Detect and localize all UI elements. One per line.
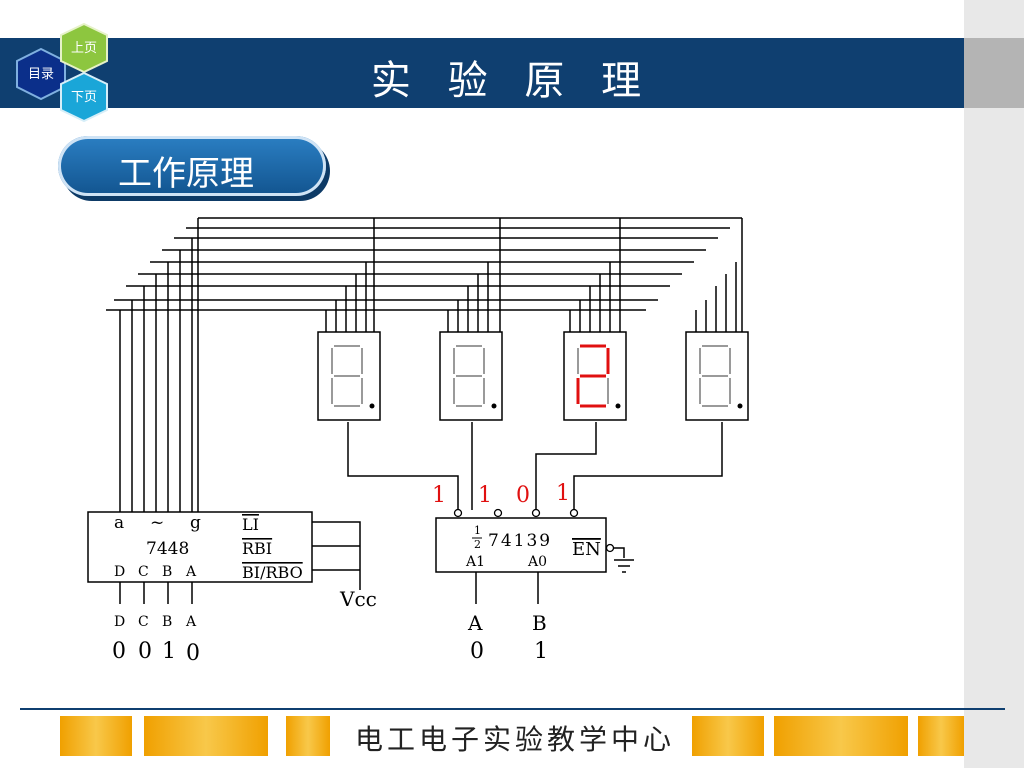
demux-fraction-den: 2 <box>474 538 481 551</box>
decoder-bottom-a: A <box>185 614 197 630</box>
footer-bar-6 <box>918 716 964 756</box>
demux-pin-a1: A1 <box>465 554 485 570</box>
right-strip-header-shade <box>964 38 1024 108</box>
demux-output-bubbles <box>453 508 615 553</box>
decoder-bottom-b: B <box>162 614 172 630</box>
prev-page-button[interactable]: 上页 <box>58 22 110 74</box>
decoder-value-c: 0 <box>138 639 152 664</box>
decoder-in-a: A <box>185 564 197 580</box>
footer-text: 电工电子实验教学中心 <box>354 723 675 756</box>
footer-bar-1 <box>60 716 132 756</box>
decoder-out-tilde: ~ <box>150 513 164 533</box>
demux-fraction-num: 1 <box>474 524 481 537</box>
footer-divider <box>20 708 1005 710</box>
demux-output-0: 1 <box>432 483 446 508</box>
display-3-inactive-segments <box>577 348 609 404</box>
display-3-active-segments <box>576 344 610 408</box>
decoder-bottom-d: D <box>114 614 125 630</box>
next-hex-icon <box>60 71 108 123</box>
footer-bar-4 <box>692 716 764 756</box>
vcc-label: Vcc <box>339 587 377 611</box>
decoder-pin-birbo: BI/RBO <box>242 563 303 582</box>
contents-label: 目录 <box>28 67 54 82</box>
decoder-value-b: 1 <box>162 639 176 664</box>
decoder-bottom-c: C <box>138 614 149 630</box>
footer-bar-3 <box>286 716 330 756</box>
bus-wires <box>106 217 743 604</box>
footer-bar-5 <box>774 716 908 756</box>
decoder-pin-li: LI <box>242 515 259 534</box>
decoder-7448-chip <box>87 511 313 583</box>
decoder-out-a: a <box>114 513 124 533</box>
demux-input-b: B <box>532 611 547 635</box>
footer-bar-2 <box>144 716 268 756</box>
demux-output-3: 1 <box>556 481 570 506</box>
display-4 <box>685 331 749 421</box>
next-label: 下页 <box>71 90 97 105</box>
next-page-button[interactable]: 下页 <box>58 71 110 123</box>
prev-label: 上页 <box>71 41 97 56</box>
display-3 <box>563 331 627 421</box>
demux-value-b: 1 <box>534 639 548 664</box>
decoder-chip-name: 7448 <box>146 539 189 559</box>
display-4-segments <box>699 345 731 407</box>
demux-74139-chip <box>435 517 607 573</box>
display-1 <box>317 331 381 421</box>
right-side-strip <box>964 0 1024 768</box>
demux-output-1: 1 <box>478 483 492 508</box>
demux-value-a: 0 <box>470 639 484 664</box>
decoder-pin-rbi: RBI <box>242 539 272 558</box>
section-title: 工作原理 <box>118 154 254 194</box>
demux-pin-en: EN <box>572 539 601 560</box>
header-bar <box>0 38 964 108</box>
display-1-segments <box>331 345 363 407</box>
decoder-value-d: 0 <box>112 639 126 664</box>
decoder-in-c: C <box>138 564 149 580</box>
demux-output-2: 0 <box>516 483 530 508</box>
contents-button[interactable]: 目录 <box>14 47 68 101</box>
demux-input-a: A <box>467 611 483 635</box>
demux-pin-a0: A0 <box>527 554 547 570</box>
circuit-diagram: a ~ g 7448 D C B A LI RBI BI/RBO Vcc D C… <box>87 217 749 666</box>
decoder-out-g: g <box>190 513 201 533</box>
display-2 <box>439 331 503 421</box>
page-title: 实 验 原 理 <box>370 58 654 104</box>
decoder-in-b: B <box>162 564 172 580</box>
display-2-segments <box>453 345 485 407</box>
decoder-in-d: D <box>114 564 125 580</box>
demux-chip-name: 74139 <box>488 531 552 551</box>
section-title-pill: 工作原理 <box>58 136 326 196</box>
decoder-value-a: 0 <box>186 641 200 666</box>
